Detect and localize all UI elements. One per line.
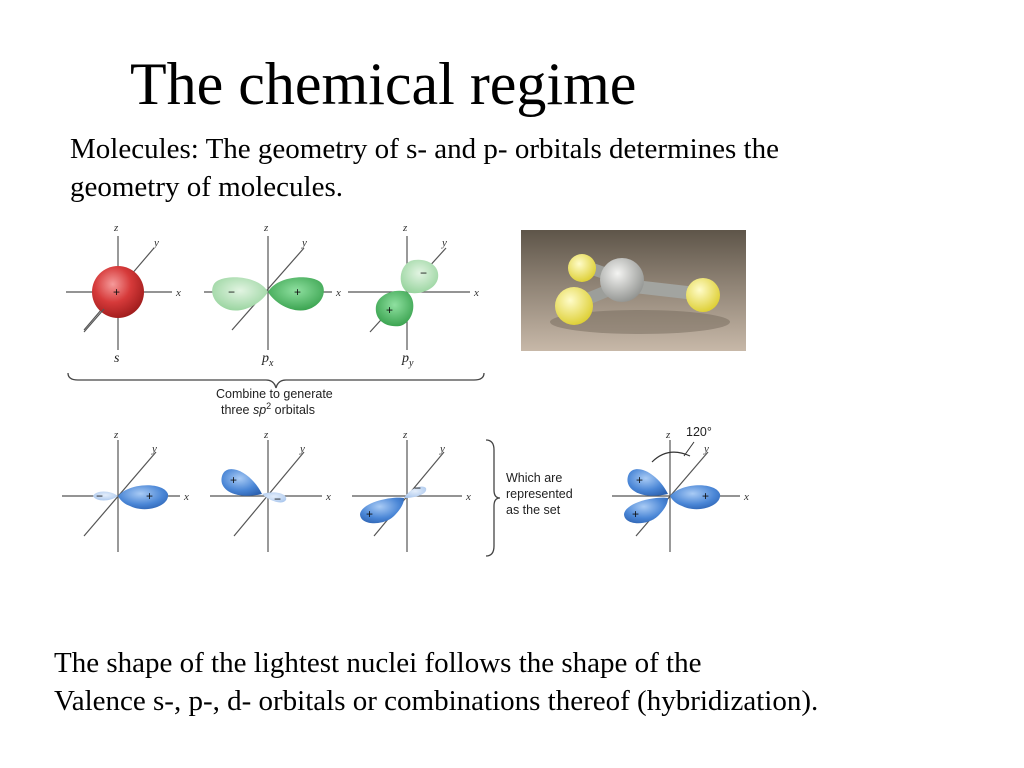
sp2-1-plus-sign: +	[146, 489, 153, 503]
py-plus-sign: +	[386, 303, 393, 317]
combine-note-line1: Combine to generate	[216, 387, 333, 401]
py-minus-sign: −	[420, 266, 427, 280]
axis-z-label: z	[263, 222, 269, 234]
atom-yellow-right	[686, 278, 720, 312]
px-negative-lobe	[212, 277, 268, 311]
axis-y-label: y	[441, 237, 447, 249]
combine-brace	[67, 372, 485, 389]
s-orbital-figure: z y x + s	[66, 222, 181, 366]
axis-y-label: y	[301, 237, 307, 249]
combine-note-line2: three sp2 orbitals	[221, 401, 315, 417]
axis-y-label: y	[153, 237, 159, 249]
axis-z-label: z	[113, 429, 119, 441]
atom-yellow-top	[568, 254, 596, 282]
sp2-2-minus-sign: −	[274, 492, 281, 506]
axis-y-label: y	[299, 443, 305, 455]
px-plus-sign: +	[294, 285, 301, 299]
px-minus-sign: −	[228, 285, 235, 299]
sp2-1-minus-sign: −	[96, 489, 103, 503]
sp2-combined-set: 120° z y x + + +	[612, 425, 749, 552]
px-orbital-label: px	[261, 351, 274, 369]
axis-x-label: x	[175, 287, 181, 299]
represent-note-line3: as the set	[506, 503, 561, 517]
sp2-orbital-3: z y x + −	[352, 429, 471, 552]
axis-x-label: x	[465, 491, 471, 503]
axis-z-label: z	[263, 429, 269, 441]
sp2-set-plus-sign-right: +	[702, 489, 709, 503]
px-orbital-figure: z y x − + px	[204, 222, 341, 369]
molecule-photo	[521, 230, 746, 351]
footer-line-1: The shape of the lightest nuclei follows…	[54, 647, 702, 679]
axis-z-label: z	[665, 429, 671, 441]
sp2-2-plus-sign: +	[230, 473, 237, 487]
atom-yellow-bottom	[555, 287, 593, 325]
sp2-orbital-1: z y x − +	[62, 429, 189, 552]
py-positive-lobe	[375, 290, 414, 327]
slide-footer: The shape of the lightest nuclei follows…	[54, 644, 994, 720]
footer-line-2: Valence s-, p-, d- orbitals or combinati…	[54, 685, 819, 717]
represent-note-line1: Which are	[506, 471, 562, 485]
atom-grey-central	[600, 258, 644, 302]
axis-x-label: x	[743, 491, 749, 503]
s-orbital-sphere	[92, 266, 144, 318]
axis-y-label: y	[151, 443, 157, 455]
angle-120-label: 120°	[686, 425, 712, 439]
represent-note-line2: represented	[506, 487, 573, 501]
sp2-set-plus-sign-top: +	[636, 473, 643, 487]
axis-y-label: y	[439, 443, 445, 455]
axis-z-label: z	[402, 429, 408, 441]
px-positive-lobe	[268, 277, 324, 311]
slide-subtitle: Molecules: The geometry of s- and p- orb…	[70, 133, 779, 203]
s-plus-sign: +	[113, 285, 120, 299]
axis-x-label: x	[183, 491, 189, 503]
s-orbital-label: s	[114, 351, 120, 366]
represent-brace	[485, 439, 501, 557]
py-negative-lobe	[400, 259, 439, 294]
py-orbital-label: py	[401, 351, 414, 369]
sp2-orbital-2: z y x + −	[210, 429, 331, 552]
axis-x-label: x	[325, 491, 331, 503]
slide-title: The chemical regime	[130, 51, 637, 117]
axis-x-label: x	[473, 287, 479, 299]
axis-z-label: z	[402, 222, 408, 234]
axis-y-label: y	[703, 443, 709, 455]
sp2-3-plus-sign: +	[366, 507, 373, 521]
axis-x-label: x	[335, 287, 341, 299]
sp2-3-minus-sign: −	[414, 481, 421, 495]
sp2-set-plus-sign-bottom: +	[632, 507, 639, 521]
axis-z-label: z	[113, 222, 119, 234]
py-orbital-figure: z y x − + py	[348, 222, 479, 369]
